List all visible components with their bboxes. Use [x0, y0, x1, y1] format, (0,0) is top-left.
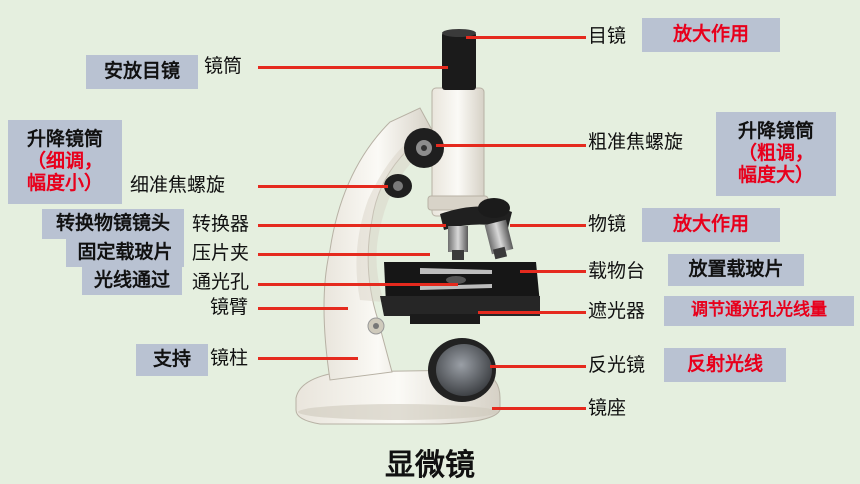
label-jingtong: 镜筒	[204, 55, 243, 77]
label-cuzhunjiao: 粗准焦螺旋	[588, 131, 684, 153]
objective-2-shape	[484, 219, 514, 255]
func-anfang: 安放目镜	[86, 55, 198, 89]
func-zhuanhuan: 转换物镜镜头	[42, 209, 184, 239]
line-jingzhu	[258, 357, 358, 360]
func-guangxian: 光线通过	[82, 267, 182, 295]
line-zhuanhuanqi	[258, 224, 446, 227]
func-tiaojie: 调节通光孔光线量	[664, 296, 854, 326]
line-xizhunjiao	[258, 185, 388, 188]
stage-clip-shape	[420, 268, 492, 274]
line-jingzuo	[492, 407, 586, 410]
label-fanguangjing: 反光镜	[588, 354, 646, 376]
label-zheguangqi: 遮光器	[588, 300, 646, 322]
label-zhuanhuanqi: 转换器	[192, 213, 250, 235]
line-jingbi	[258, 307, 348, 310]
label-mujing: 目镜	[588, 25, 627, 47]
func-shengjiang-coarse: 升降镜筒 （粗调， 幅度大）	[716, 112, 836, 196]
func-shengjiang-fine-line1: 升降镜筒	[26, 128, 103, 151]
func-mujing: 放大作用	[642, 18, 780, 52]
label-jingzuo: 镜座	[588, 397, 627, 419]
diaphragm-shape	[410, 314, 480, 324]
label-xizhunjiao: 细准焦螺旋	[130, 174, 226, 196]
label-zaiwutai: 载物台	[588, 260, 646, 282]
eyepiece-shape	[442, 32, 476, 90]
label-tongguangkong: 通光孔	[192, 271, 250, 293]
func-wujing: 放大作用	[642, 208, 780, 242]
func-zhichi: 支持	[136, 344, 208, 376]
func-shengjiang-fine: 升降镜筒 （细调， 幅度小）	[8, 120, 122, 204]
label-jingbi: 镜臂	[210, 296, 249, 318]
func-shengjiang-fine-line3: 幅度小）	[26, 171, 103, 194]
line-jingtong	[258, 66, 448, 69]
func-shengjiang-coarse-line1: 升降镜筒	[737, 120, 814, 143]
line-tongguangkong	[258, 283, 458, 286]
func-fangzhi: 放置载玻片	[668, 254, 804, 286]
line-zaiwutai	[520, 270, 586, 273]
line-zheguangqi	[478, 311, 586, 314]
line-wujing	[510, 224, 586, 227]
line-yapianjia	[258, 253, 430, 256]
label-wujing: 物镜	[588, 213, 627, 235]
func-shengjiang-coarse-line2: （粗调，	[737, 142, 814, 165]
label-jingzhu: 镜柱	[210, 347, 249, 369]
line-mujing	[466, 36, 586, 39]
diagram-title: 显微镜	[385, 448, 475, 483]
func-shengjiang-fine-line2: （细调，	[26, 150, 103, 173]
func-guding: 固定载玻片	[66, 239, 184, 267]
line-fanguangjing	[490, 365, 586, 368]
func-shengjiang-coarse-line3: 幅度大）	[737, 163, 814, 186]
mirror-shape	[436, 344, 492, 396]
objective-1-shape	[448, 226, 468, 252]
label-yapianjia: 压片夹	[192, 242, 250, 264]
func-fanshe: 反射光线	[664, 348, 786, 382]
line-cuzhunjiao	[436, 144, 586, 147]
